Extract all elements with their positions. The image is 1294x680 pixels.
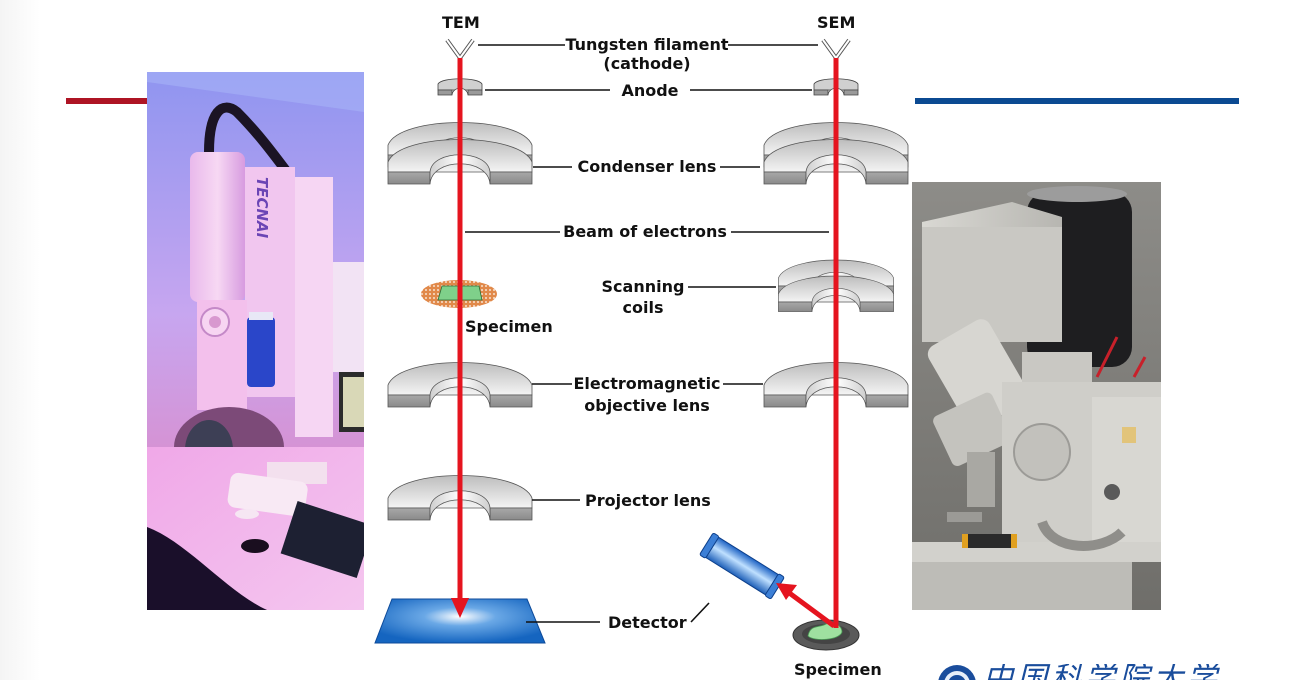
sem-detector-tube-icon	[699, 532, 785, 600]
sem-column-title: SEM	[817, 13, 855, 32]
filament-label: Tungsten filament	[565, 35, 728, 54]
objective-label-sub: objective lens	[584, 396, 710, 415]
detector-leader-right	[690, 602, 710, 623]
tem-filament-icon	[445, 38, 475, 62]
tem-column-title: TEM	[442, 13, 480, 32]
anode-label: Anode	[621, 81, 678, 100]
condenser-label: Condenser lens	[578, 157, 717, 176]
secondary-electron-arrow	[786, 589, 836, 629]
title-accent-bar-blue	[915, 98, 1239, 104]
projector-label: Projector lens	[585, 491, 711, 510]
scanning-label: Scanning	[602, 277, 685, 296]
tecnai-brand-text: TECNAI	[253, 177, 271, 239]
objective-label: Electromagnetic	[573, 374, 720, 393]
university-logo: 中国科学院大学	[935, 664, 1294, 680]
sem-specimen-label: Specimen	[794, 660, 882, 679]
tem-specimen-label: Specimen	[465, 317, 553, 336]
filament-label-sub: (cathode)	[603, 54, 690, 73]
detector-label: Detector	[608, 613, 687, 632]
scanning-label-sub: coils	[623, 298, 664, 317]
beam-label: Beam of electrons	[563, 222, 727, 241]
sem-filament-icon	[821, 38, 851, 62]
tem-detector-screen-icon	[374, 598, 546, 644]
university-emblem-icon	[938, 665, 976, 680]
secondary-electron-arrowhead	[776, 583, 797, 600]
tem-beam-arrowhead	[451, 598, 469, 618]
sem-microscope-photo	[912, 182, 1161, 610]
title-accent-bar-red	[66, 98, 148, 104]
sem-specimen-icon	[792, 619, 860, 651]
tem-microscope-photo: TECNAI	[147, 72, 364, 610]
university-name-calligraphy: 中国科学院大学	[983, 664, 1221, 680]
